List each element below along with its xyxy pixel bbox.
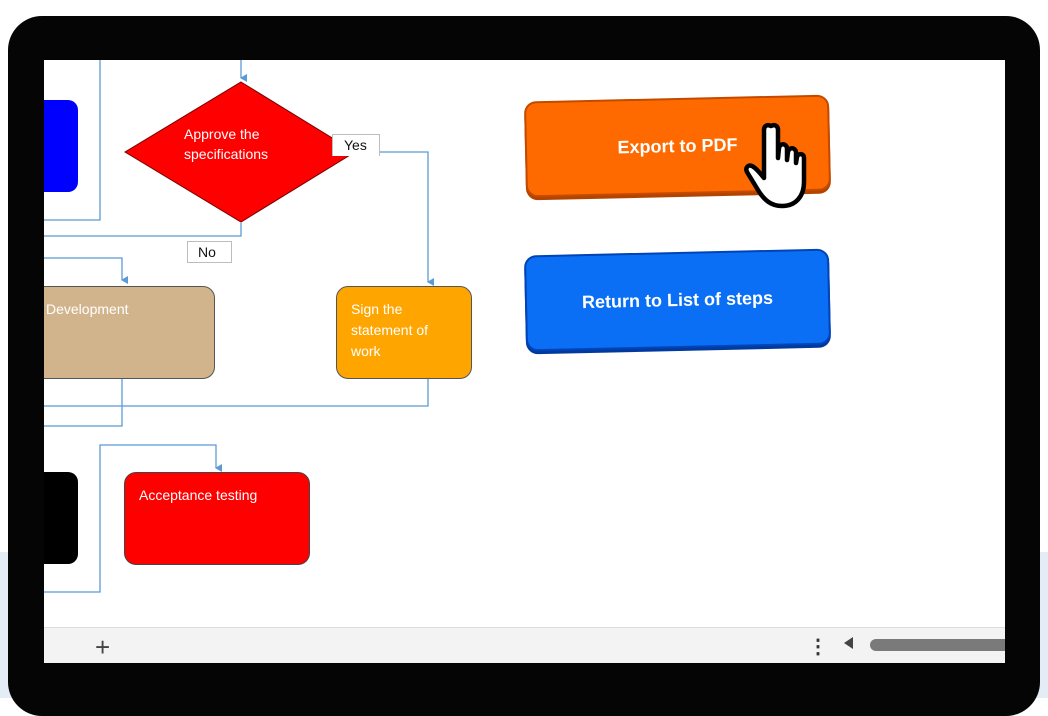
sign-statement-label: Sign the statement of work: [351, 301, 429, 359]
yes-label: Yes: [332, 134, 380, 156]
development-label: Development: [46, 301, 129, 317]
add-sheet-icon[interactable]: +: [95, 632, 111, 662]
horizontal-scrollbar-thumb[interactable]: [870, 639, 1005, 651]
flowchart-connectors: [44, 60, 434, 593]
blue-process-block: [44, 100, 78, 192]
connector-to-acceptance: [44, 444, 222, 593]
sign-statement-node: Sign the statement of work: [336, 286, 472, 379]
connector-yes-to-sign: [380, 151, 434, 286]
return-button-label: Return to List of steps: [581, 287, 774, 312]
no-label: No: [187, 241, 232, 263]
scroll-left-arrow-icon[interactable]: [844, 637, 853, 649]
sheet-tab-bar: + ⋮: [44, 627, 1005, 663]
acceptance-testing-label: Acceptance testing: [139, 487, 258, 503]
connector-to-development: [44, 257, 128, 284]
decision-diamond: [124, 81, 356, 223]
export-button-label: Export to PDF: [617, 134, 738, 157]
connector-no-branch: [44, 223, 242, 237]
development-node: Development: [44, 286, 215, 379]
connector-left-loop-top: [44, 60, 101, 221]
hand-pointer-cursor-icon: [744, 122, 807, 209]
black-process-block: [44, 472, 78, 564]
decision-label: Approve the specifications: [184, 126, 269, 162]
connector-from-sign: [44, 379, 429, 407]
return-to-list-button[interactable]: Return to List of steps: [523, 248, 832, 352]
spreadsheet-screen: Approve the specifications Yes No Develo…: [44, 60, 1005, 663]
acceptance-testing-node: Acceptance testing: [124, 472, 310, 565]
connector-from-development: [44, 379, 123, 427]
more-options-icon[interactable]: ⋮: [808, 636, 828, 658]
